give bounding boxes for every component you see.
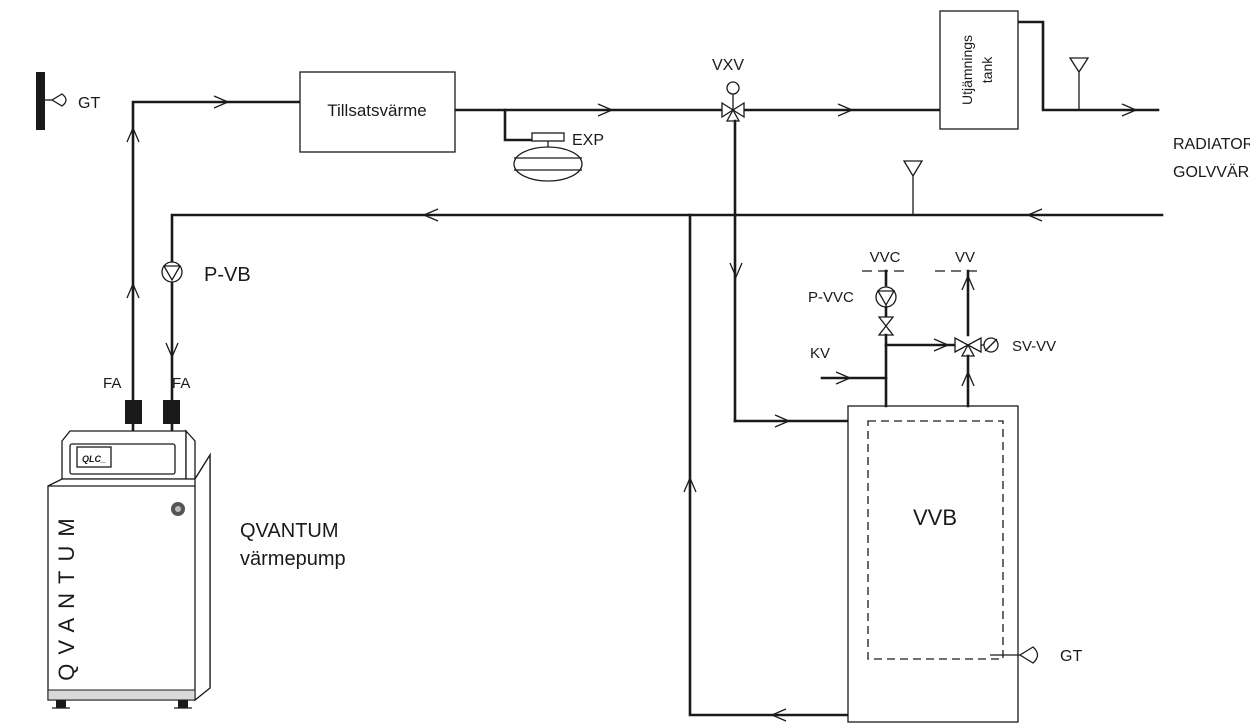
fa-connector-right <box>163 400 180 424</box>
p-vb-pump <box>161 261 183 283</box>
vvb-tank <box>847 405 1019 723</box>
vxv-valve <box>721 81 745 423</box>
brand-vertical-text: QVANTUM <box>54 509 79 680</box>
radiatorer-label: RADIATORER <box>1173 136 1250 153</box>
air-vent-icon <box>902 160 924 215</box>
outdoor-temperature-sensor <box>36 72 67 130</box>
vvb-label: VVB <box>913 505 957 530</box>
gt-top-label: GT <box>78 95 100 112</box>
p-vb-label: P-VB <box>204 264 251 286</box>
supply-pipe <box>131 20 1160 402</box>
fa-left-label: FA <box>103 375 121 392</box>
sv-vv-label: SV-VV <box>1012 338 1056 355</box>
varmepump-label: värmepump <box>240 548 346 570</box>
qvantum-label: QVANTUM <box>240 520 339 542</box>
exp-label: EXP <box>572 132 604 149</box>
air-vent-icon <box>1068 57 1090 110</box>
tillsatsvarme-label: Tillsatsvärme <box>327 101 427 120</box>
vvc-label: VVC <box>870 249 901 266</box>
display-text: QLC_ <box>82 454 106 464</box>
tank-temperature-sensor <box>990 646 1039 664</box>
golvvarme-label: GOLVVÄRME <box>1173 163 1250 181</box>
vxv-label: VXV <box>712 57 744 74</box>
vvb-inner-coil <box>867 420 1004 660</box>
p-vvc-label: P-VVC <box>808 289 854 306</box>
utjamnings-line2: tank <box>979 56 995 83</box>
utjamnings-line1: Utjämnings <box>959 35 975 105</box>
utjamnings-label: Utjämnings <box>959 35 975 105</box>
gt-bottom-label: GT <box>1060 648 1082 665</box>
utjamnings-tank <box>939 10 1019 130</box>
kv-label: KV <box>810 345 830 362</box>
qvantum-heat-pump: QLC_ <box>47 429 211 709</box>
vv-label: VV <box>955 249 975 266</box>
fa-connector-left <box>125 400 142 424</box>
hot-water-circuit <box>820 269 999 408</box>
fa-right-label: FA <box>172 375 190 392</box>
expansion-vessel <box>503 108 583 182</box>
tillsatsvarme-box <box>299 71 456 153</box>
return-pipe <box>170 213 1164 717</box>
utjamnings-label-2: tank <box>979 56 995 83</box>
